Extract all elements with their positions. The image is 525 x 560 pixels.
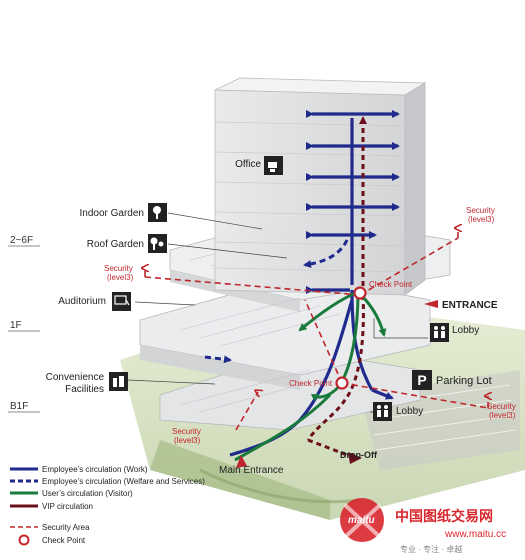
- security-bottom-right-title: Security: [487, 402, 516, 411]
- label-parking-lot: Parking Lot: [436, 375, 492, 387]
- label-indoor-garden: Indoor Garden: [80, 208, 145, 219]
- watermark: maitu 中国图纸交易网 www.maitu.cc 专业 · 专注 · 卓越: [340, 498, 506, 554]
- employee-work-circulation: [229, 110, 400, 457]
- office-icon: [264, 156, 283, 175]
- label-lobby-lower: Lobby: [396, 406, 423, 417]
- watermark-chinese: 中国图纸交易网: [395, 508, 493, 524]
- security-left-title: Security: [104, 264, 133, 273]
- label-convenience-line2: Facilities: [65, 384, 104, 395]
- security-bottom-left-title: Security: [172, 427, 201, 436]
- security-top-right-title: Security: [466, 206, 495, 215]
- entrance-arrow: [424, 300, 438, 308]
- checkpoint-upper-marker: [353, 286, 367, 300]
- label-auditorium: Auditorium: [58, 296, 106, 307]
- checkpoint-upper-label: Check Point: [369, 280, 413, 289]
- security-left-level: (level3): [107, 273, 134, 282]
- main-entrance-arrow: [236, 455, 247, 468]
- auditorium-icon: [112, 292, 131, 311]
- label-office: Office: [235, 159, 261, 170]
- security-bottom-left-level: (level3): [174, 436, 201, 445]
- legend-visitor: User’s circulation (Visitor): [42, 489, 133, 498]
- floor-markers: [8, 245, 40, 413]
- convenience-icon: [109, 372, 128, 391]
- legend-check-point: Check Point: [42, 536, 86, 545]
- security-lines: [145, 228, 488, 431]
- label-main-entrance: Main Entrance: [219, 465, 284, 476]
- floor-label-upper: 2~6F: [10, 235, 33, 246]
- watermark-brand: maitu: [348, 515, 375, 526]
- vip-circulation: [306, 116, 367, 460]
- watermark-slogan: 专业 · 专注 · 卓越: [400, 544, 462, 554]
- lobby-upper-icon: [430, 323, 449, 342]
- watermark-url: www.maitu.cc: [444, 529, 506, 540]
- lobby-lower-icon: [373, 402, 392, 421]
- roof-garden-icon: [148, 234, 167, 253]
- office-tower: [214, 77, 427, 296]
- legend-swatch-checkpoint: [18, 534, 30, 546]
- indoor-garden-icon: [148, 203, 167, 222]
- legend-employee-work: Employee’s circulation (Work): [42, 465, 148, 474]
- parking-badge-letter: P: [417, 372, 426, 388]
- security-top-right-level: (level3): [468, 215, 495, 224]
- floor-label-b1f: B1F: [10, 401, 28, 412]
- label-lobby-upper: Lobby: [452, 325, 479, 336]
- legend-security-area: Security Area: [42, 523, 90, 532]
- label-roof-garden: Roof Garden: [87, 239, 144, 250]
- legend: Employee’s circulation (Work) Employee’s…: [10, 465, 205, 546]
- label-entrance: ENTRANCE: [442, 300, 498, 311]
- label-drop-off: Drop-Off: [340, 450, 378, 460]
- checkpoint-lower-label: Check Point: [289, 379, 333, 388]
- label-convenience-line1: Convenience: [46, 372, 105, 383]
- security-bottom-right-level: (level3): [489, 411, 516, 420]
- legend-employee-welfare: Employee’s circulation (Welfare and Serv…: [42, 477, 205, 486]
- checkpoint-lower-marker: [335, 376, 349, 390]
- legend-vip: VIP circulation: [42, 502, 93, 511]
- employee-welfare-circulation: [204, 239, 349, 364]
- floor-label-1f: 1F: [10, 320, 22, 331]
- parking-icon: P: [412, 370, 432, 390]
- drop-off-arrow: [348, 452, 362, 464]
